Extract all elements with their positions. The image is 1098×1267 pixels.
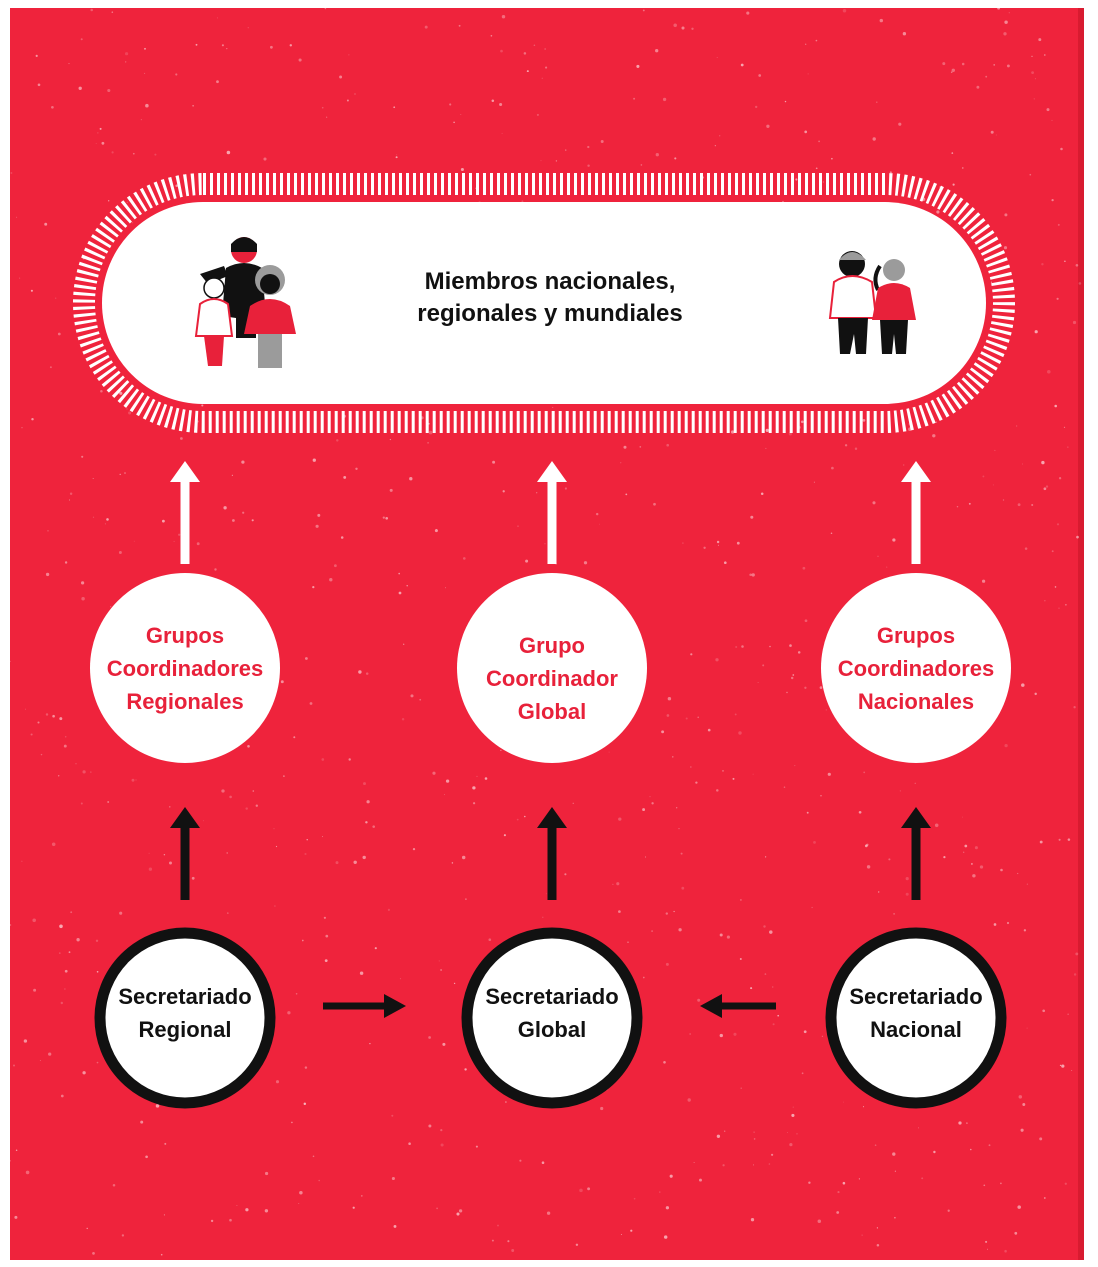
speckle-texture bbox=[10, 8, 1082, 1256]
secretariat-label-national: Secretariado Nacional bbox=[831, 928, 1001, 1098]
upward-arrow-white-center bbox=[537, 461, 567, 564]
diagram-background: Miembros nacionales, regionales y mundia… bbox=[10, 8, 1084, 1260]
coordinator-label-line3: Global bbox=[517, 698, 587, 724]
coordinator-label-line3: Nacionales bbox=[857, 688, 975, 714]
secretariat-label-line2: Global bbox=[517, 1017, 587, 1042]
coordinator-label-line3: Regionales bbox=[126, 688, 244, 714]
coordinator-circle-national bbox=[821, 573, 1011, 763]
members-pill bbox=[73, 173, 1015, 433]
coordinator-label-line1: Grupos bbox=[876, 622, 956, 648]
group-of-three-people-icon bbox=[194, 237, 296, 368]
upward-arrow-black-center bbox=[537, 807, 567, 900]
secretariat-label-line1: Secretariado bbox=[118, 984, 252, 1009]
coordinator-label-line1: Grupos bbox=[145, 622, 225, 648]
members-title-line2: regionales y mundiales bbox=[417, 300, 683, 327]
coordinator-label-line2: Coordinador bbox=[486, 665, 618, 691]
coordinator-label-regional: Grupos Coordinadores Regionales bbox=[90, 573, 280, 763]
coordinator-label-national: Grupos Coordinadores Nacionales bbox=[821, 573, 1011, 763]
secretariat-label-line1: Secretariado bbox=[849, 984, 983, 1009]
secretariat-label-line2: Regional bbox=[138, 1017, 232, 1042]
coordinator-label-line2: Coordinadores bbox=[106, 655, 264, 681]
diagram-shapes bbox=[73, 173, 1015, 1109]
secretariat-label-line1: Secretariado bbox=[485, 984, 619, 1009]
coordinator-label-line2: Coordinadores bbox=[837, 655, 995, 681]
secretariat-label-regional: Secretariado Regional bbox=[100, 928, 270, 1098]
members-title-line1: Miembros nacionales, bbox=[424, 268, 676, 295]
coordinator-label-line1: Grupo bbox=[519, 632, 585, 658]
coordinator-circle-global bbox=[457, 573, 647, 763]
secretariat-circle-regional bbox=[94, 927, 276, 1109]
pair-of-people-icon bbox=[828, 251, 916, 354]
secretariat-circle-global bbox=[461, 927, 643, 1109]
upward-arrow-black-left bbox=[170, 807, 200, 900]
secretariat-circle-national bbox=[825, 927, 1007, 1109]
upward-arrow-white-left bbox=[170, 461, 200, 564]
left-arrow-national-to-global bbox=[700, 994, 776, 1018]
background-edge bbox=[1078, 8, 1084, 1260]
members-title: Miembros nacionales, regionales y mundia… bbox=[350, 258, 750, 338]
secretariat-label-line2: Nacional bbox=[870, 1017, 962, 1042]
coordinator-circle-regional bbox=[90, 573, 280, 763]
members-pill-body bbox=[102, 202, 986, 404]
right-arrow-regional-to-global bbox=[323, 994, 406, 1018]
members-pill-dash-ring bbox=[73, 173, 1015, 433]
coordinator-label-global: Grupo Coordinador Global bbox=[457, 583, 647, 773]
secretariat-label-global: Secretariado Global bbox=[467, 928, 637, 1098]
upward-arrow-white-right bbox=[901, 461, 931, 564]
upward-arrow-black-right bbox=[901, 807, 931, 900]
